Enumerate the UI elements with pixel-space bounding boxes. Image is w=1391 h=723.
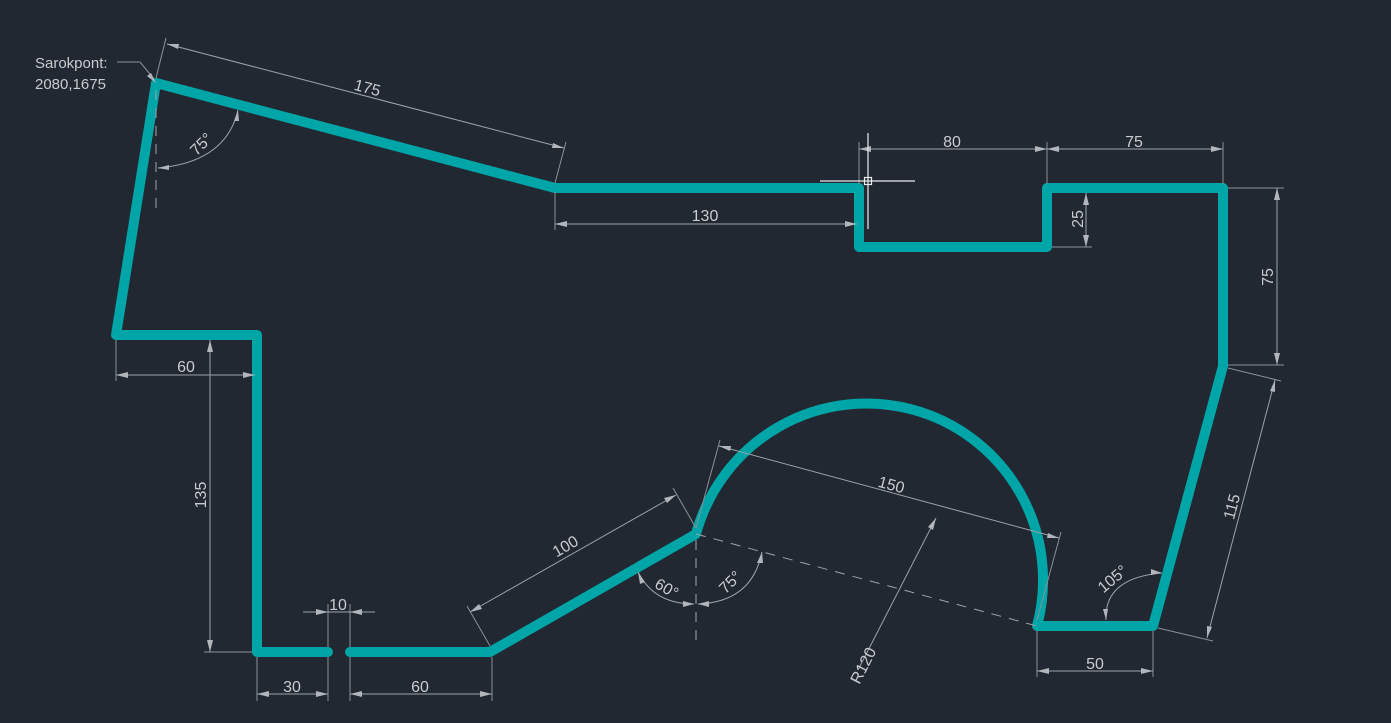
- dim-left-ledge: [115, 340, 255, 381]
- dim-right-slant: [1157, 367, 1282, 642]
- dim-bottom-left-flat-text: 30: [283, 679, 301, 696]
- dim-left-ledge-text: 60: [177, 359, 195, 376]
- dim-bottom-right-flat-text: 50: [1086, 656, 1104, 673]
- dim-right-slant-text: 115: [1221, 492, 1244, 521]
- dim-lower-slant: [466, 487, 697, 647]
- dim-angle-left-of-arc-text: 60°: [652, 576, 681, 603]
- dim-angles-arc-start: [637, 540, 763, 640]
- dim-arc-chord-text: 150: [876, 474, 906, 497]
- dim-arc-radius: [857, 517, 937, 671]
- dim-step-width: [1047, 142, 1224, 184]
- dim-angle-right-of-arc-text: 75°: [716, 568, 745, 597]
- dim-angle-bottom-right-text: 105°: [1095, 562, 1131, 596]
- dim-bottom-flat: [349, 657, 493, 701]
- dim-notch-depth-text: 25: [1070, 210, 1087, 228]
- dim-left-vertical-text: 135: [193, 482, 210, 509]
- dim-top-slant: [155, 37, 567, 184]
- dim-gap-text: 10: [329, 597, 347, 614]
- dim-step-width-text: 75: [1125, 134, 1143, 151]
- dim-gap: [303, 604, 375, 647]
- dim-arc-chord: [695, 439, 1062, 627]
- corner-label-coords: 2080,1675: [35, 76, 106, 93]
- dim-right-height: [1228, 187, 1284, 366]
- dim-top-flat-text: 130: [692, 208, 719, 225]
- dim-top-flat: [554, 192, 857, 230]
- dim-right-height-text: 75: [1260, 268, 1277, 286]
- dim-lower-slant-text: 100: [550, 533, 582, 561]
- shape-outline-main[interactable]: [111, 78, 1228, 657]
- dim-angle-top-left: [155, 90, 239, 215]
- dim-bottom-right-flat: [1036, 631, 1154, 677]
- dim-top-slant-text: 175: [352, 77, 382, 100]
- corner-leader: [117, 61, 156, 83]
- crosshair-cursor-icon: [820, 133, 915, 229]
- dim-angle-top-left-text: 75°: [187, 130, 216, 159]
- corner-label-title: Sarokpont:: [35, 55, 108, 72]
- dim-notch-depth: [1052, 193, 1092, 248]
- dim-left-vertical: [204, 340, 252, 653]
- dim-arc-radius-text: R120: [848, 645, 881, 687]
- dim-bottom-flat-text: 60: [411, 679, 429, 696]
- dim-notch-width-text: 80: [943, 134, 961, 151]
- dim-angle-bottom-right: [1103, 569, 1163, 621]
- dim-bottom-left-flat: [256, 657, 329, 701]
